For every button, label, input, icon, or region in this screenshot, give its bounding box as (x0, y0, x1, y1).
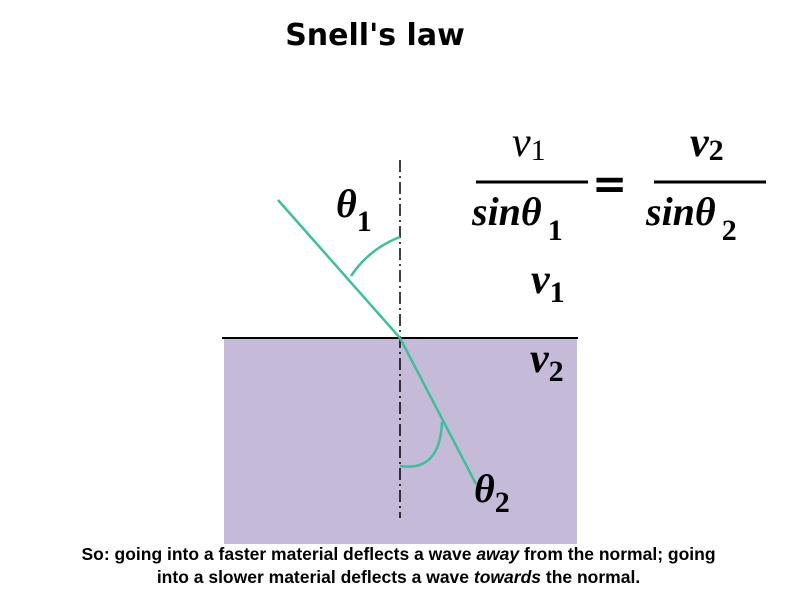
angle-arc-theta1 (349, 235, 401, 277)
v2-label: v2 (530, 336, 564, 388)
right-numerator: v2 (690, 120, 724, 167)
incident-ray (277, 199, 401, 339)
theta1-label: θ1 (336, 181, 372, 238)
page-title: Snell's law (285, 18, 465, 53)
refracted-ray (398, 337, 478, 485)
caption: So: going into a faster material deflect… (0, 543, 797, 589)
v1-label: v1 (531, 257, 565, 309)
angle-arc-theta2 (399, 421, 444, 468)
equals-sign: = (592, 159, 627, 208)
caption-line-2: into a slower material deflects a wave t… (156, 567, 641, 587)
caption-line-1: So: going into a faster material deflect… (81, 544, 716, 564)
theta2-label: θ2 (474, 466, 510, 519)
left-numerator: v1 (512, 120, 546, 167)
